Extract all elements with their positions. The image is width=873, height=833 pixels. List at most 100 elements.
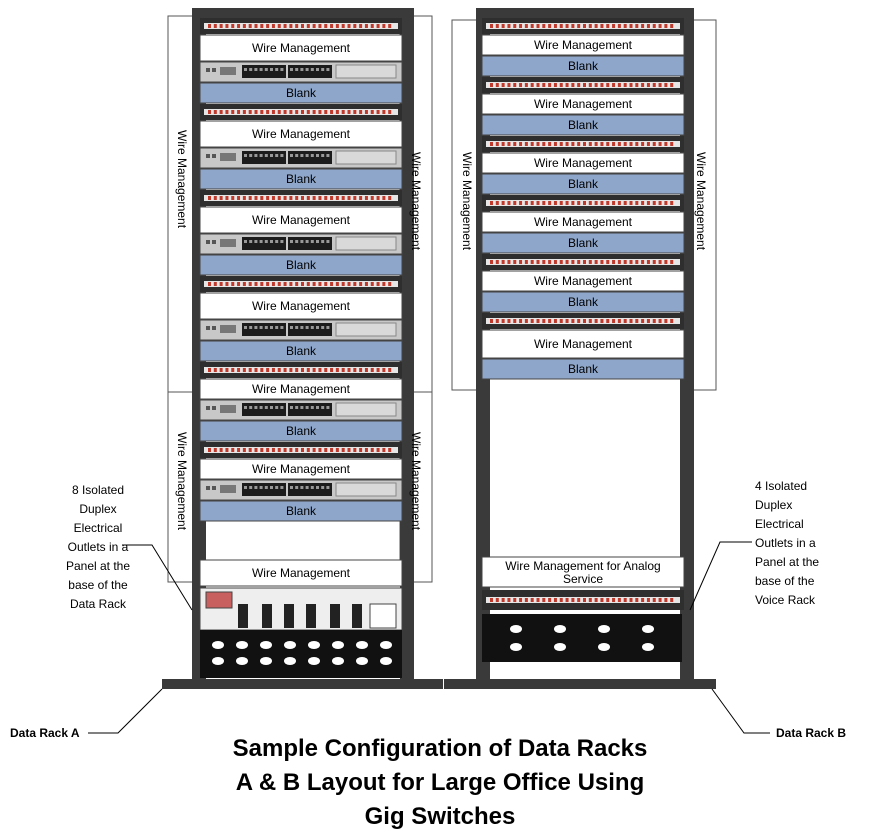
- rack-b-name: Data Rack B: [776, 726, 846, 740]
- patch-panel: [482, 136, 684, 152]
- wire-management-panel: Wire Management: [481, 93, 685, 115]
- blank-panel-label: Blank: [568, 295, 599, 309]
- wire-management-panel: Wire Management: [481, 329, 685, 359]
- vent-hole: [260, 657, 272, 665]
- rack-b-right-wire-mgmt-label: Wire Management: [694, 152, 708, 251]
- blank-panel: Blank: [199, 420, 403, 442]
- wire-management-panel-label: Wire Management: [534, 274, 633, 288]
- wire-management-panel-label: Wire Management: [534, 38, 633, 52]
- rack-b-vent-panel: [482, 614, 682, 662]
- rack-a-base: [162, 679, 443, 689]
- rack-a-left-wire-mgmt-label: Wire Management: [175, 130, 189, 229]
- rack-a-annotation-line: Panel at the: [66, 559, 130, 573]
- vent-hole: [308, 657, 320, 665]
- patch-panel: [482, 254, 684, 270]
- wire-management-panel-label: Wire Management: [252, 127, 351, 141]
- rack-a-annotation-line: 8 Isolated: [72, 483, 124, 497]
- rack-a-right-wire-mgmt-label-lower: Wire Management: [409, 432, 423, 531]
- title-line-3: Gig Switches: [365, 803, 516, 830]
- blank-panel-label: Blank: [568, 118, 599, 132]
- title-line-1: Sample Configuration of Data Racks: [233, 735, 648, 762]
- rack-a-left-wire-mgmt-label-lower: Wire Management: [175, 432, 189, 531]
- vent-hole: [510, 625, 522, 633]
- vent-hole: [554, 643, 566, 651]
- wire-management-panel-label: Wire Management: [252, 566, 351, 580]
- rack-a-annotation-line: Electrical: [74, 521, 123, 535]
- blank-panel-label: Blank: [286, 424, 317, 438]
- patch-panel: [482, 18, 684, 34]
- rack-a-right-wire-mgmt-label: Wire Management: [409, 152, 423, 251]
- blank-panel-label: Blank: [568, 236, 599, 250]
- patch-panel: [200, 190, 402, 206]
- wire-management-panel-label: Wire Management: [252, 462, 351, 476]
- vent-hole: [642, 625, 654, 633]
- vent-hole: [236, 641, 248, 649]
- vent-hole: [212, 657, 224, 665]
- vent-hole: [598, 625, 610, 633]
- wire-management-panel: Wire Management: [481, 152, 685, 174]
- vent-hole: [332, 657, 344, 665]
- wire-management-panel-label: Wire Management: [252, 41, 351, 55]
- patch-panel: [482, 590, 684, 610]
- rack-b-outlet-annotation: 4 Isolated Duplex Electrical Outlets in …: [689, 479, 819, 611]
- gig-switch: [199, 479, 403, 501]
- wire-management-panel-label: Wire Management: [252, 382, 351, 396]
- rack-b-annotation-line: Electrical: [755, 517, 804, 531]
- blank-panel: Blank: [199, 168, 403, 190]
- blank-panel-label: Blank: [286, 172, 317, 186]
- vent-hole: [642, 643, 654, 651]
- wire-management-panel-label: Wire Management: [534, 156, 633, 170]
- blank-panel-label: Blank: [568, 59, 599, 73]
- blank-panel: Blank: [481, 358, 685, 380]
- vent-hole: [308, 641, 320, 649]
- wire-management-panel: Wire Management: [199, 458, 403, 480]
- vent-hole: [356, 657, 368, 665]
- blank-panel: Blank: [199, 254, 403, 276]
- blank-panel: Blank: [481, 55, 685, 77]
- patch-panel: [200, 442, 402, 458]
- vent-hole: [380, 657, 392, 665]
- gig-switch: [199, 399, 403, 421]
- vent-hole: [236, 657, 248, 665]
- wire-management-panel: Wire Management: [199, 206, 403, 234]
- patch-panel: [200, 104, 402, 120]
- rack-a-annotation-line: Duplex: [79, 502, 116, 516]
- patch-panel: [200, 18, 402, 34]
- wire-management-panel-label: Wire Management: [252, 299, 351, 313]
- wire-management-panel: Wire Management: [199, 34, 403, 62]
- rack-a-annotation-line: base of the: [68, 578, 128, 592]
- blank-panel-label: Blank: [568, 362, 599, 376]
- blank-panel: Blank: [481, 114, 685, 136]
- rack-b-left-wire-mgmt-label: Wire Management: [460, 152, 474, 251]
- wire-management-panel: Wire Management: [481, 270, 685, 292]
- title-line-2: A & B Layout for Large Office Using: [236, 769, 644, 796]
- vent-hole: [380, 641, 392, 649]
- patch-panel: [200, 276, 402, 292]
- wire-management-panel-label: Wire Management: [252, 213, 351, 227]
- blank-panel: Blank: [481, 173, 685, 195]
- patch-panel: [482, 313, 684, 329]
- blank-panel-label: Blank: [286, 86, 317, 100]
- blank-panel-label: Blank: [568, 177, 599, 191]
- rack-b-annotation-line: Outlets in a: [755, 536, 816, 550]
- wire-management-panel: Wire Management: [199, 559, 403, 587]
- rack-a-name: Data Rack A: [10, 726, 80, 740]
- vent-hole: [356, 641, 368, 649]
- gig-switch: [199, 233, 403, 255]
- wire-management-panel: Wire Management: [199, 378, 403, 400]
- rack-b-annotation-line: Panel at the: [755, 555, 819, 569]
- blank-panel-label: Blank: [286, 504, 317, 518]
- rack-b-annotation-line: 4 Isolated: [755, 479, 807, 493]
- vent-hole: [284, 657, 296, 665]
- rack-a-electrical-outlet-panel: [199, 587, 403, 631]
- wire-management-panel-label: Wire Management: [534, 337, 633, 351]
- wire-management-panel: Wire Management: [199, 120, 403, 148]
- rack-a-annotation-line: Outlets in a: [68, 540, 129, 554]
- rack-b-base: [444, 679, 716, 689]
- blank-panel-label: Blank: [286, 258, 317, 272]
- wire-management-panel: Wire Management: [481, 211, 685, 233]
- blank-panel: Blank: [481, 291, 685, 313]
- wire-management-panel-label: Wire Management: [534, 97, 633, 111]
